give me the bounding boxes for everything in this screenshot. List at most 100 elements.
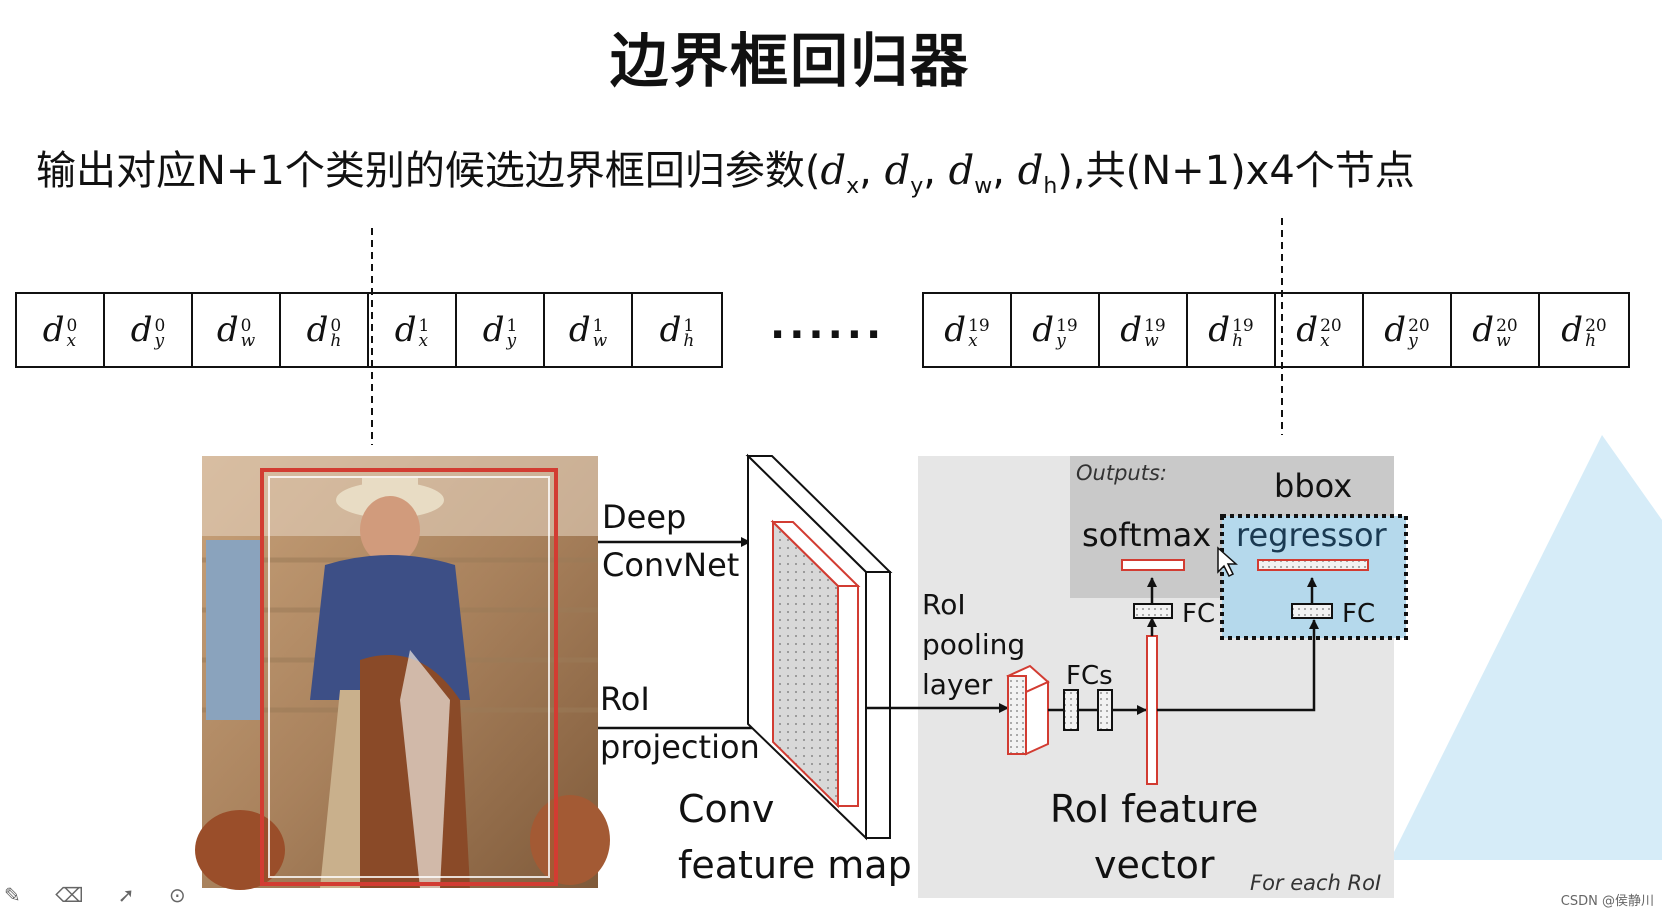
param-base: d xyxy=(1384,310,1407,350)
param-class-index: 1 xyxy=(683,316,695,336)
fc-regressor xyxy=(1291,603,1333,619)
input-image xyxy=(195,456,610,890)
subtitle: 输出对应N+1个类别的候选边界框回归参数(dx, dy, dw, dh),共(N… xyxy=(36,138,1415,199)
fc-softmax xyxy=(1133,603,1173,619)
roi-pooling-cube xyxy=(1006,664,1050,756)
param-coord: x xyxy=(66,331,77,351)
label-projection: projection xyxy=(600,728,760,766)
param-base: d xyxy=(1120,310,1143,350)
label-vector: vector xyxy=(1094,843,1215,887)
param-base: d xyxy=(1032,310,1055,350)
slide-tools[interactable]: ✎ ⌫ ➚ ⊙ xyxy=(4,883,200,907)
param-coord: y xyxy=(154,331,165,351)
fc-block-1 xyxy=(1063,689,1079,731)
param-class-index: 0 xyxy=(154,316,166,336)
param-dx: d xyxy=(820,148,847,194)
param-sep: , xyxy=(923,148,949,194)
param-class-index: 0 xyxy=(66,316,78,336)
param-class-index: 20 xyxy=(1496,316,1518,336)
param-coord: y xyxy=(1408,331,1418,351)
param-base: d xyxy=(216,310,239,350)
param-coord: x xyxy=(968,331,978,351)
param-class-index: 19 xyxy=(968,316,990,336)
label-softmax: softmax xyxy=(1082,516,1211,554)
fc-block-2 xyxy=(1097,689,1113,731)
ellipsis: ······ xyxy=(770,312,886,358)
label-deep: Deep xyxy=(602,498,686,536)
conv-feature-map xyxy=(745,453,893,841)
param-class-index: 1 xyxy=(418,316,430,336)
subtitle-prefix: 输出对应N+1个类别的候选边界框回归参数( xyxy=(36,148,821,194)
param-base: d xyxy=(42,310,65,350)
param-class-index: 19 xyxy=(1232,316,1254,336)
param-coord: h xyxy=(1585,331,1597,351)
param-base: d xyxy=(482,310,505,350)
param-base: d xyxy=(1208,310,1231,350)
param-base: d xyxy=(1561,310,1584,350)
label-fc-right: FC xyxy=(1342,599,1375,629)
param-coord: h xyxy=(683,331,695,351)
param-coord: h xyxy=(330,331,342,351)
param-base: d xyxy=(1472,310,1495,350)
param-class-index: 19 xyxy=(1056,316,1078,336)
param-dw: d xyxy=(948,148,975,194)
param-coord: x xyxy=(1320,331,1330,351)
label-convnet: ConvNet xyxy=(602,546,739,584)
param-coord: y xyxy=(506,331,517,351)
roi-feature-vector-bar xyxy=(1146,635,1158,785)
label-feature-map: feature map xyxy=(678,843,912,887)
param-class-index: 19 xyxy=(1144,316,1166,336)
param-base: d xyxy=(306,310,329,350)
param-coord: w xyxy=(592,331,608,351)
decorative-triangle xyxy=(1390,435,1662,860)
regressor-output-bar xyxy=(1257,559,1369,571)
param-class-index: 0 xyxy=(240,316,252,336)
param-base: d xyxy=(944,310,967,350)
param-sep: , xyxy=(859,148,885,194)
param-base: d xyxy=(1296,310,1319,350)
label-fc-left: FC xyxy=(1182,599,1215,629)
label-fcs: FCs xyxy=(1066,661,1113,691)
label-roi-feature: RoI feature xyxy=(1050,787,1258,831)
label-for-each-roi: For each RoI xyxy=(1250,871,1381,895)
label-roi-pool-3: layer xyxy=(922,668,993,701)
param-sep: , xyxy=(992,148,1018,194)
param-dh-sub: h xyxy=(1043,174,1058,199)
param-class-index: 20 xyxy=(1585,316,1607,336)
param-coord: h xyxy=(1232,331,1244,351)
page-title: 边界框回归器 xyxy=(609,27,970,95)
param-class-index: 0 xyxy=(330,316,342,336)
param-base: d xyxy=(394,310,417,350)
param-coord: y xyxy=(1056,331,1066,351)
param-class-index: 1 xyxy=(592,316,604,336)
param-class-index: 1 xyxy=(506,316,518,336)
param-dh: d xyxy=(1017,148,1044,194)
param-coord: w xyxy=(1496,331,1511,351)
label-outputs: Outputs: xyxy=(1076,461,1167,485)
label-regressor: regressor xyxy=(1236,516,1388,554)
subtitle-suffix: ),共(N+1)x4个节点 xyxy=(1057,148,1415,194)
label-roi-pool-1: RoI xyxy=(922,588,966,621)
param-dy-sub: y xyxy=(910,174,924,199)
param-class-index: 20 xyxy=(1408,316,1430,336)
param-coord: w xyxy=(240,331,256,351)
param-dy: d xyxy=(884,148,911,194)
param-dw-sub: w xyxy=(974,174,993,199)
param-coord: w xyxy=(1144,331,1159,351)
label-bbox: bbox xyxy=(1274,467,1352,505)
label-roi: RoI xyxy=(600,680,650,718)
footer-watermark: CSDN @侯静川 xyxy=(1560,894,1654,909)
